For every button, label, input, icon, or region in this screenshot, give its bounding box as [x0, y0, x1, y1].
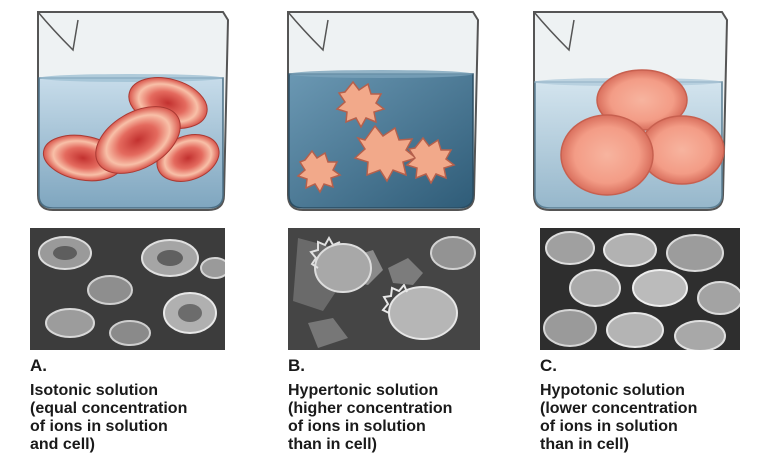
- caption-line: of ions in solution: [540, 418, 697, 436]
- caption-line: than in cell): [540, 436, 697, 454]
- caption-title: Hypertonic solution: [288, 382, 452, 400]
- caption-hypotonic: Hypotonic solution (lower concentration …: [540, 382, 697, 454]
- caption-line: (equal concentration: [30, 400, 187, 418]
- panel-hypertonic: B. Hypertonic solution (higher concentra…: [270, 0, 520, 455]
- caption-line: of ions in solution: [288, 418, 452, 436]
- caption-line: than in cell): [288, 436, 452, 454]
- micrograph-hypotonic: [540, 228, 740, 350]
- caption-title: Isotonic solution: [30, 382, 187, 400]
- micrograph-hypertonic: [288, 228, 480, 350]
- caption-isotonic: Isotonic solution (equal concentration o…: [30, 382, 187, 454]
- beaker-isotonic-illustration: [18, 0, 268, 225]
- panel-letter: A.: [30, 356, 47, 376]
- beaker-hypertonic-illustration: [270, 0, 520, 225]
- caption-hypertonic: Hypertonic solution (higher concentratio…: [288, 382, 452, 454]
- caption-line: (lower concentration: [540, 400, 697, 418]
- beaker-hypotonic-illustration: [522, 0, 772, 225]
- panel-letter: B.: [288, 356, 305, 376]
- caption-line: (higher concentration: [288, 400, 452, 418]
- panel-isotonic: A. Isotonic solution (equal concentratio…: [18, 0, 268, 455]
- panel-hypotonic: C. Hypotonic solution (lower concentrati…: [522, 0, 772, 455]
- caption-line: and cell): [30, 436, 187, 454]
- micrograph-isotonic: [30, 228, 225, 350]
- panel-letter: C.: [540, 356, 557, 376]
- caption-line: of ions in solution: [30, 418, 187, 436]
- caption-title: Hypotonic solution: [540, 382, 697, 400]
